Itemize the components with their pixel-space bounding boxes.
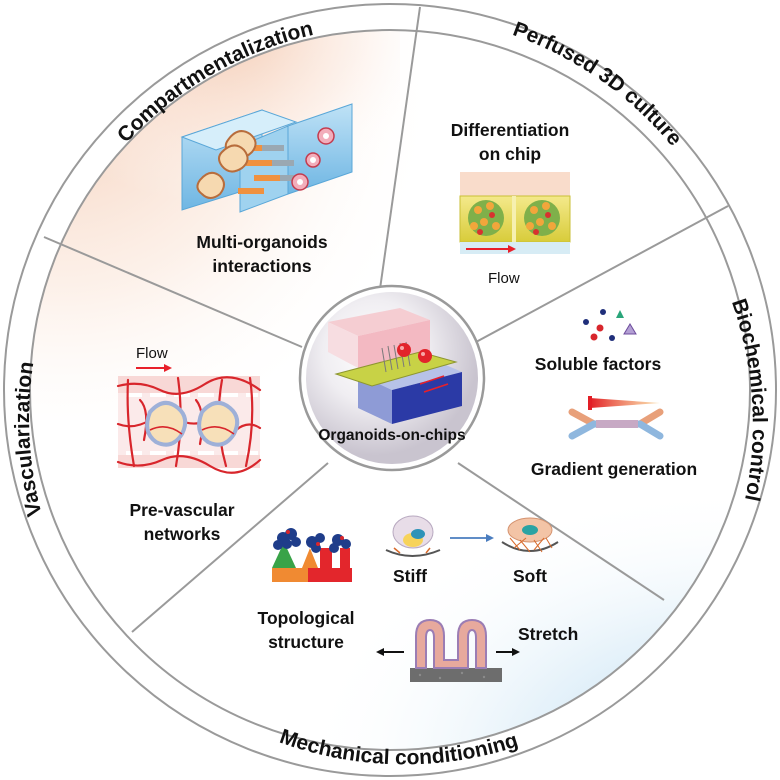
topological-label-2: structure [268, 632, 344, 652]
soluble-factors-icons [583, 309, 637, 341]
multi-organoids-label-1: Multi-organoids [196, 232, 328, 252]
stretch-label: Stretch [518, 624, 578, 644]
stiff-cell-illustration [385, 515, 441, 557]
topological-label-1: Topological [258, 608, 355, 628]
soft-cell-illustration [501, 517, 559, 553]
stiff-label: Stiff [393, 566, 427, 586]
section-dividers [43, 6, 729, 633]
stretch-illustration [376, 618, 520, 682]
pre-vascular-label-2: networks [144, 524, 221, 544]
differentiation-label-2: on chip [479, 144, 541, 164]
multi-organoid-chip-illustration [180, 103, 353, 213]
pre-vascular-label-1: Pre-vascular [129, 500, 234, 520]
differentiation-label-1: Differentiation [451, 120, 570, 140]
topological-structure-illustration [272, 528, 352, 582]
gradient-generation-label: Gradient generation [531, 459, 697, 479]
outer-ring [3, 3, 777, 777]
pre-vascular-network-illustration [116, 376, 262, 474]
gradient-generator-illustration [568, 396, 664, 440]
center-chip-illustration [298, 284, 486, 472]
soluble-factors-label: Soluble factors [535, 354, 662, 374]
soft-label: Soft [513, 566, 547, 586]
perfused-flow-label: Flow [488, 270, 520, 287]
stiff-to-soft-arrow [450, 534, 494, 542]
multi-organoids-label-2: interactions [212, 256, 311, 276]
vascular-flow-arrow [136, 364, 172, 372]
vascular-flow-label: Flow [136, 345, 168, 362]
perfused-chip-illustration [459, 172, 571, 254]
center-label: Organoids-on-chips [318, 427, 465, 444]
